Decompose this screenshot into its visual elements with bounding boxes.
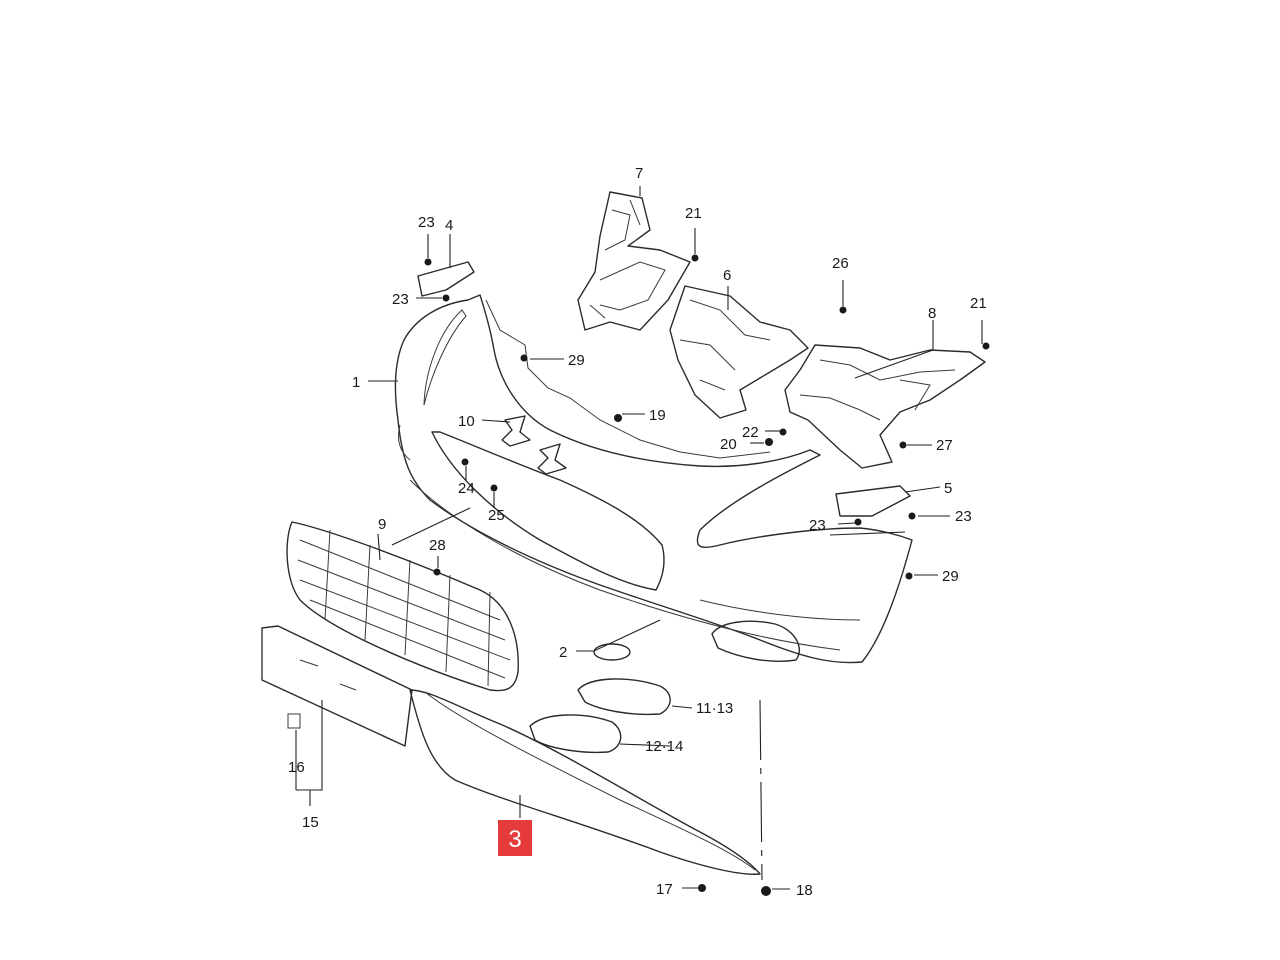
part-15-plate-bracket xyxy=(261,625,413,747)
part-9-grille xyxy=(286,521,519,692)
label-20: 20 xyxy=(720,436,737,453)
label-23a: 23 xyxy=(418,214,435,231)
part-5-bracket xyxy=(835,485,911,517)
label-10: 10 xyxy=(458,413,475,430)
label-1: 1 xyxy=(352,374,360,391)
label-29a: 29 xyxy=(568,352,585,369)
fasteners xyxy=(424,254,990,896)
label-9: 9 xyxy=(378,516,386,533)
callout-labels: 1 2 4 5 6 7 8 9 10 11·13 12·14 15 16 17 … xyxy=(288,165,987,899)
label-7: 7 xyxy=(635,165,643,182)
part-4-bracket xyxy=(417,261,475,297)
part-3-lower-spoiler xyxy=(409,689,761,875)
badge-background xyxy=(498,820,532,856)
label-19: 19 xyxy=(649,407,666,424)
label-18: 18 xyxy=(796,882,813,899)
label-23d: 23 xyxy=(955,508,972,525)
part-6-member xyxy=(669,285,809,419)
label-8: 8 xyxy=(928,305,936,322)
label-21b: 21 xyxy=(970,295,987,312)
label-21a: 21 xyxy=(685,205,702,222)
part-7-bracket xyxy=(577,191,691,331)
label-23c: 23 xyxy=(809,517,826,534)
label-5: 5 xyxy=(944,480,952,497)
label-16: 16 xyxy=(288,759,305,776)
part-8-bracket xyxy=(784,344,986,469)
label-17: 17 xyxy=(656,881,673,898)
part-1-bumper-cover xyxy=(394,294,913,664)
label-15: 15 xyxy=(302,814,319,831)
label-2: 2 xyxy=(559,644,567,661)
part-2-tow-cover xyxy=(593,643,631,661)
label-25: 25 xyxy=(488,507,505,524)
label-27: 27 xyxy=(936,437,953,454)
leader-lines xyxy=(295,186,983,890)
part-10-emblem xyxy=(501,415,567,475)
highlight-badge-3[interactable]: 3 xyxy=(498,820,532,856)
label-6: 6 xyxy=(723,267,731,284)
part-11-13-bezel xyxy=(577,678,671,716)
label-26: 26 xyxy=(832,255,849,272)
label-11-13: 11·13 xyxy=(696,700,733,717)
label-4: 4 xyxy=(445,217,453,234)
part-12-14-bezel xyxy=(529,714,622,754)
label-24: 24 xyxy=(458,480,475,497)
label-12-14: 12·14 xyxy=(645,738,683,755)
label-22: 22 xyxy=(742,424,759,441)
label-28: 28 xyxy=(429,537,446,554)
badge-label: 3 xyxy=(508,826,521,853)
label-29b: 29 xyxy=(942,568,959,585)
label-23b: 23 xyxy=(392,291,409,308)
